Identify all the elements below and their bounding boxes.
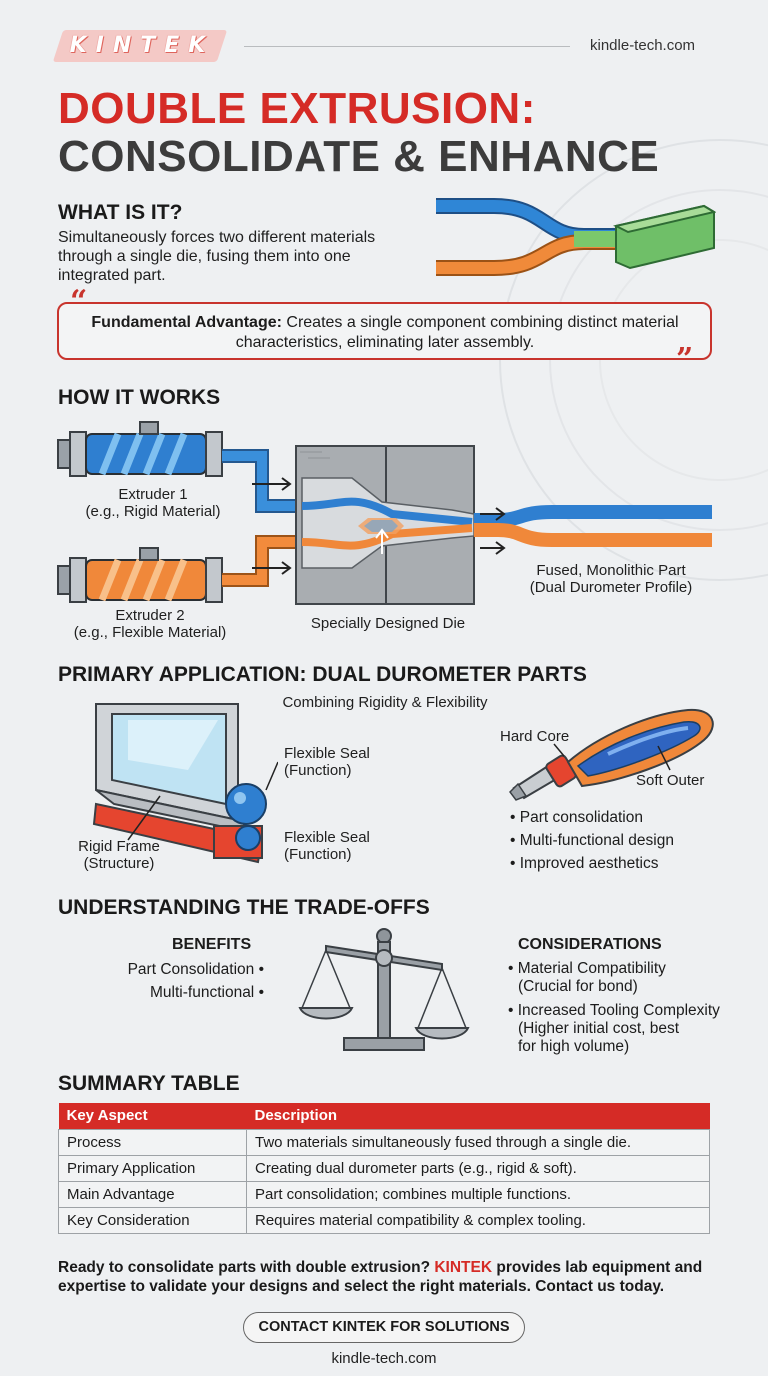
soft-outer-label: Soft Outer [636,772,705,789]
list-item: • Increased Tooling Complexity (Higher i… [508,1002,744,1056]
balance-scale-icon [298,928,470,1051]
rigid-frame-note: (Structure) [83,855,155,872]
extruder-1-label: Extruder 1 (e.g., Rigid Material) [78,486,228,520]
advantage-lead: Fundamental Advantage: [91,314,282,331]
rigid-frame-label: Rigid Frame (Structure) [52,838,186,872]
extruder-2-note: (e.g., Flexible Material) [73,624,227,641]
table-cell: Process [58,1128,247,1156]
considerations-list: • Material Compatibility (Crucial for bo… [508,960,744,1056]
consideration-title: Material Compatibility [517,960,666,977]
seal-bottom-label: Flexible Seal (Function) [284,829,404,863]
table-row: Primary Application Creating dual durome… [58,1154,710,1182]
consideration-note: for high volume) [518,1038,630,1055]
site-link-bottom[interactable]: kindle-tech.com [331,1350,437,1367]
table-header-row: Key Aspect Description [58,1103,710,1129]
rigid-frame-title: Rigid Frame [78,838,160,855]
extruder-2-title: Extruder 2 [115,607,185,624]
output-part-title: Fused, Monolithic Part [536,562,686,579]
consideration-note: (Higher initial cost, best [518,1020,680,1037]
cta-text-part-2: provides lab equipment and expertise to … [58,1259,703,1295]
consideration-title: Increased Tooling Complexity [517,1002,720,1019]
open-quote-icon: “ [70,284,88,319]
how-it-works-heading: HOW IT WORKS [58,386,221,409]
application-benefits-list: Part consolidation Multi-functional desi… [510,806,674,875]
list-item: Multi-functional design [510,829,674,852]
table-row: Main Advantage Part consolidation; combi… [58,1180,710,1208]
window-frame-illustration [92,703,278,864]
benefits-heading: BENEFITS [172,936,252,953]
header-divider [244,46,570,47]
advantage-body: Creates a single component combining dis… [235,314,679,351]
contact-button[interactable]: CONTACT KINTEK FOR SOLUTIONS [243,1312,525,1343]
output-part-note: (Dual Durometer Profile) [529,579,693,596]
tradeoffs-heading: UNDERSTANDING THE TRADE-OFFS [58,896,430,919]
what-is-it-text: Simultaneously forces two different mate… [58,229,376,284]
table-cell: Main Advantage [58,1180,247,1208]
column-header: Description [246,1103,710,1129]
extruder-1-note: (e.g., Rigid Material) [85,503,221,520]
fundamental-advantage-text: Fundamental Advantage: Creates a single … [70,313,700,353]
seal-bottom-title: Flexible Seal [284,829,370,846]
coextrusion-illustration-icon [436,198,716,276]
table-cell: Two materials simultaneously fused throu… [246,1128,710,1156]
table-cell: Key Consideration [58,1206,247,1234]
output-part-label: Fused, Monolithic Part (Dual Durometer P… [506,562,716,596]
list-item: • Material Compatibility (Crucial for bo… [508,960,744,996]
list-item: Multi-functional [100,981,264,1004]
fundamental-advantage-box [57,302,712,360]
consideration-note: (Crucial for bond) [518,978,638,995]
screwdriver-illustration [509,708,714,801]
table-cell: Requires material compatibility & comple… [246,1206,710,1234]
table-row: Key Consideration Requires material comp… [58,1206,710,1234]
cta-text: Ready to consolidate parts with double e… [58,1258,718,1296]
summary-heading: SUMMARY TABLE [58,1072,240,1095]
extrusion-process-diagram [57,421,712,605]
close-quote-icon: ” [676,342,694,377]
list-item: Improved aesthetics [510,852,674,875]
cta-text-part-1: Ready to consolidate parts with double e… [58,1259,435,1276]
seal-bottom-note: (Function) [284,846,352,863]
logo[interactable]: KINTEK [69,33,215,58]
seal-top-note: (Function) [284,762,352,779]
list-item: Part Consolidation [100,958,264,981]
seal-top-title: Flexible Seal [284,745,370,762]
hard-core-label: Hard Core [500,728,570,745]
title-line-2: CONSOLIDATE & ENHANCE [58,132,660,181]
table-cell: Primary Application [58,1154,247,1182]
summary-table: Key Aspect Description Process Two mater… [58,1103,710,1234]
table-row: Process Two materials simultaneously fus… [58,1128,710,1156]
seal-top-label: Flexible Seal (Function) [284,745,404,779]
extruder-2-label: Extruder 2 (e.g., Flexible Material) [62,607,238,641]
background-pattern [499,139,768,581]
application-subheading: Combining Rigidity & Flexibility [282,694,488,711]
application-heading: PRIMARY APPLICATION: DUAL DUROMETER PART… [58,663,587,686]
table-cell: Part consolidation; combines multiple fu… [246,1180,710,1208]
column-header: Key Aspect [58,1103,247,1129]
site-link-top[interactable]: kindle-tech.com [590,37,696,54]
die-label: Specially Designed Die [310,615,466,632]
what-is-it-heading: WHAT IS IT? [58,201,183,224]
title-line-1: DOUBLE EXTRUSION: [58,84,536,133]
considerations-heading: CONSIDERATIONS [518,936,662,953]
table-cell: Creating dual durometer parts (e.g., rig… [246,1154,710,1182]
benefits-list: Part Consolidation Multi-functional [100,958,264,1004]
extruder-1-title: Extruder 1 [118,486,188,503]
list-item: Part consolidation [510,806,674,829]
cta-brand: KINTEK [434,1259,493,1276]
